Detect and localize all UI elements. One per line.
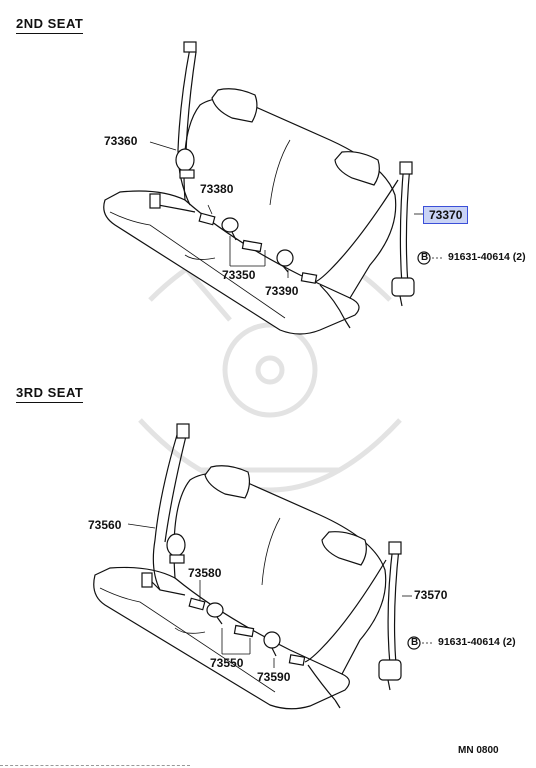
section-title-2nd-seat: 2ND SEAT bbox=[16, 16, 84, 34]
part-label-73380[interactable]: 73380 bbox=[200, 182, 234, 196]
part-label-73560[interactable]: 73560 bbox=[88, 518, 122, 532]
part-label-73550[interactable]: 73550 bbox=[210, 656, 244, 670]
part-label-73580[interactable]: 73580 bbox=[188, 566, 222, 580]
bolt-part-label-2nd[interactable]: 91631-40614 (2) bbox=[448, 251, 526, 263]
part-label-73350[interactable]: 73350 bbox=[222, 268, 256, 282]
footer-code: MN 0800 bbox=[458, 745, 499, 756]
part-label-73570[interactable]: 73570 bbox=[414, 588, 448, 602]
part-label-73370[interactable]: 73370 bbox=[423, 206, 469, 224]
part-label-73590[interactable]: 73590 bbox=[257, 670, 291, 684]
bottom-dashed-rule bbox=[0, 765, 190, 766]
second-seat-drawing bbox=[103, 41, 442, 335]
bolt-part-label-3rd[interactable]: 91631-40614 (2) bbox=[438, 636, 516, 648]
bolt-symbol-2nd bbox=[417, 251, 431, 265]
bolt-symbol-label-3rd: B bbox=[411, 637, 419, 648]
section-title-3rd-seat: 3RD SEAT bbox=[16, 385, 84, 403]
part-label-73390[interactable]: 73390 bbox=[265, 284, 299, 298]
bolt-symbol-label-2nd: B bbox=[421, 252, 429, 263]
third-seat-drawing bbox=[93, 423, 432, 710]
part-label-73360[interactable]: 73360 bbox=[104, 134, 138, 148]
bolt-symbol-3rd bbox=[407, 636, 421, 650]
